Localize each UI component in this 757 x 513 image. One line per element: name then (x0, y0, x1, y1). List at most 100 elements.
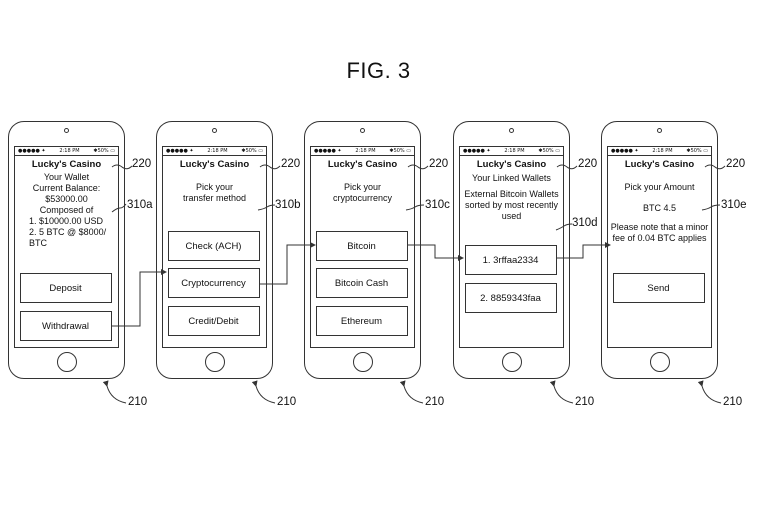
leader-220-d (556, 164, 578, 170)
app-title: Lucky's Casino (476, 159, 547, 170)
deposit-button[interactable]: Deposit (19, 273, 112, 303)
ref-210-d: 210 (575, 396, 595, 408)
leader-310c (405, 204, 425, 211)
prompt-line-1: Pick your (343, 182, 381, 192)
signal-indicator: ●●●●● ✦ (611, 148, 639, 154)
ref-310e: 310e (721, 199, 747, 211)
speaker (359, 128, 365, 133)
fee-note-2: fee of 0.04 BTC applies (612, 233, 707, 243)
balance-value: $53000.00 (45, 194, 88, 204)
ref-220-b: 220 (281, 158, 301, 170)
flow-arrow-3 (407, 244, 464, 261)
phone-2: ●●●●● ✦ 2:18 PM ✱50% ▭ Lucky's Casino Pi… (156, 121, 273, 379)
leader-220-b (259, 164, 281, 170)
prompt-line-1: Pick your (195, 182, 233, 192)
home-button[interactable] (56, 352, 77, 372)
ethereum-button[interactable]: Ethereum (315, 306, 408, 336)
speaker (63, 128, 69, 133)
ref-310c: 310c (425, 199, 450, 211)
holding-usd: 1. $10000.00 USD (29, 216, 104, 226)
flow-arrow-1 (111, 269, 167, 327)
balance-label: Current Balance: (32, 183, 101, 193)
holding-btc-cont: BTC (29, 238, 47, 248)
wallets-desc-3: used (501, 211, 522, 221)
leader-310e (701, 204, 721, 211)
app-title: Lucky's Casino (179, 159, 250, 170)
composition-label: Composed of (39, 205, 94, 215)
leader-210-c (399, 380, 424, 404)
clock: 2:18 PM (355, 148, 376, 154)
ref-310d: 310d (572, 217, 598, 229)
leader-310a (111, 203, 127, 213)
home-button[interactable] (352, 352, 373, 372)
signal-indicator: ●●●●● ✦ (463, 148, 491, 154)
speaker (508, 128, 514, 133)
credit-debit-button[interactable]: Credit/Debit (167, 306, 260, 336)
leader-220-a (111, 164, 133, 170)
flow-arrow-4 (556, 242, 611, 259)
leader-310d (555, 223, 573, 231)
battery-indicator: ✱50% ▭ (389, 148, 411, 154)
bitcoin-cash-button[interactable]: Bitcoin Cash (315, 268, 408, 298)
battery-indicator: ✱50% ▭ (538, 148, 560, 154)
clock: 2:18 PM (207, 148, 228, 154)
clock: 2:18 PM (504, 148, 525, 154)
ref-220-c: 220 (429, 158, 449, 170)
leader-210-a (102, 380, 127, 404)
figure-title: FIG. 3 (346, 58, 411, 83)
clock: 2:18 PM (59, 148, 80, 154)
leader-210-d (549, 380, 574, 404)
screen-310a: ●●●●● ✦ 2:18 PM ✱50% ▭ Lucky's Casino Yo… (14, 146, 119, 348)
check-ach-button[interactable]: Check (ACH) (167, 231, 260, 261)
home-button[interactable] (501, 352, 522, 372)
battery-indicator: ✱50% ▭ (686, 148, 708, 154)
status-bar: ●●●●● ✦ 2:18 PM ✱50% ▭ (311, 147, 414, 156)
holding-btc: 2. 5 BTC @ $8000/ (29, 227, 107, 237)
battery-indicator: ✱50% ▭ (241, 148, 263, 154)
leader-310b (257, 204, 276, 211)
amount-value: BTC 4.5 (642, 203, 676, 213)
status-bar: ●●●●● ✦ 2:18 PM ✱50% ▭ (15, 147, 118, 156)
wallet-heading: Your Wallet (43, 172, 90, 182)
phone-4: ●●●●● ✦ 2:18 PM ✱50% ▭ Lucky's Casino Yo… (453, 121, 570, 379)
phone-5: ●●●●● ✦ 2:18 PM ✱50% ▭ Lucky's Casino Pi… (601, 121, 718, 379)
ref-220-d: 220 (578, 158, 598, 170)
withdrawal-button[interactable]: Withdrawal (19, 311, 112, 341)
ref-310b: 310b (275, 199, 301, 211)
status-bar: ●●●●● ✦ 2:18 PM ✱50% ▭ (460, 147, 563, 156)
fee-note-1: Please note that a minor (610, 222, 709, 232)
speaker (211, 128, 217, 133)
signal-indicator: ●●●●● ✦ (166, 148, 194, 154)
flow-arrow-2 (259, 242, 316, 285)
status-bar: ●●●●● ✦ 2:18 PM ✱50% ▭ (163, 147, 266, 156)
ref-220-e: 220 (726, 158, 746, 170)
leader-220-e (704, 164, 726, 170)
signal-indicator: ●●●●● ✦ (314, 148, 342, 154)
linked-wallets-heading: Your Linked Wallets (472, 173, 551, 183)
status-bar: ●●●●● ✦ 2:18 PM ✱50% ▭ (608, 147, 711, 156)
app-title: Lucky's Casino (624, 159, 695, 170)
leader-220-c (407, 164, 429, 170)
ref-210-c: 210 (425, 396, 445, 408)
amount-prompt: Pick your Amount (624, 182, 695, 192)
leader-210-b (251, 380, 276, 404)
clock: 2:18 PM (652, 148, 673, 154)
wallet-item-2[interactable]: 2. 8859343faa (464, 283, 557, 313)
wallets-desc-1: External Bitcoin Wallets (464, 189, 559, 199)
home-button[interactable] (204, 352, 225, 372)
send-button[interactable]: Send (612, 273, 705, 303)
cryptocurrency-button[interactable]: Cryptocurrency (167, 268, 260, 298)
bitcoin-button[interactable]: Bitcoin (315, 231, 408, 261)
ref-210-b: 210 (277, 396, 297, 408)
app-title: Lucky's Casino (327, 159, 398, 170)
signal-indicator: ●●●●● ✦ (18, 148, 46, 154)
leader-210-e (697, 380, 722, 404)
app-title: Lucky's Casino (31, 159, 102, 170)
screen-310e: ●●●●● ✦ 2:18 PM ✱50% ▭ Lucky's Casino Pi… (607, 146, 712, 348)
home-button[interactable] (649, 352, 670, 372)
screen-310d: ●●●●● ✦ 2:18 PM ✱50% ▭ Lucky's Casino Yo… (459, 146, 564, 348)
phone-3: ●●●●● ✦ 2:18 PM ✱50% ▭ Lucky's Casino Pi… (304, 121, 421, 379)
prompt-line-2: cryptocurrency (332, 193, 393, 203)
wallet-item-1[interactable]: 1. 3rffaa2334 (464, 245, 557, 275)
